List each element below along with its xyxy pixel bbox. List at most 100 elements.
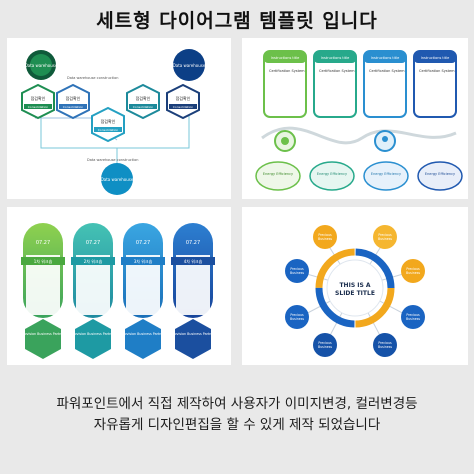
satellite-label: Precious: [378, 233, 392, 237]
hexagon-5: [21, 83, 55, 120]
efficiency-item-4: [417, 161, 463, 191]
node-label-2: Data warehouse: [173, 63, 206, 68]
card-title: Certification System: [419, 69, 455, 73]
satellite-2: [373, 225, 397, 249]
column-4: [173, 223, 213, 318]
hex-label: 점검확인: [176, 95, 191, 101]
bar-label: Consolidation: [63, 105, 83, 109]
template-preview-instruction-cards[interactable]: Instructions title Instructions title In…: [242, 38, 468, 199]
hexagon-2: [91, 106, 125, 143]
hexagon-1: [56, 83, 90, 120]
caption-line-1: 파워포인트에서 직접 제작하여 사용자가 이미지변경, 컬러변경등: [56, 396, 418, 412]
center-title-line2: SLIDE TITLE: [335, 290, 375, 297]
bar-label: Consolidation: [98, 128, 118, 132]
caption-line-2: 자유롭게 디자인편집을 할 수 있게 제작 되었습니다: [93, 417, 381, 433]
top-caption: Data warehouse construction: [67, 76, 118, 80]
hexagon-flow-diagram: Data warehouse Data warehouse Data wareh…: [21, 49, 206, 195]
column-3: [123, 223, 163, 318]
satellite-label: Precious: [290, 313, 304, 317]
bar-label: Consolidation: [133, 105, 153, 109]
template-preview-radial-diagram[interactable]: THIS IS A SLIDE TITLE Precious Business …: [242, 207, 468, 365]
efficiency-label: Energy Efficiency: [263, 172, 293, 176]
satellite-label: Business: [290, 271, 304, 275]
hex-title: Provision Business Partner: [21, 332, 65, 336]
satellite-label: Precious: [406, 313, 420, 317]
card-header: Instructions title: [371, 56, 400, 60]
satellite-1: [313, 225, 337, 249]
center-title-line1: THIS IS A: [339, 282, 370, 289]
satellite-label: Business: [318, 237, 332, 241]
step-label: 1차 워크숍: [34, 258, 53, 264]
column-2: [73, 223, 113, 318]
hexagon-4: [175, 319, 211, 359]
card-3: [363, 50, 407, 118]
hexagon-3: [126, 83, 160, 120]
satellite-6: [401, 305, 425, 329]
satellite-label: Business: [378, 237, 392, 241]
satellite-label: Precious: [406, 267, 420, 271]
satellite-label: Business: [378, 345, 392, 349]
step-label: 3차 워크숍: [134, 258, 153, 264]
satellite-3: [285, 259, 309, 283]
satellite-label: Business: [290, 317, 304, 321]
hex-label: 점검확인: [101, 118, 116, 124]
radial-diagram: THIS IS A SLIDE TITLE Precious Business …: [285, 225, 425, 357]
satellite-label: Precious: [378, 341, 392, 345]
hexagon-4: [166, 83, 200, 120]
node-circle-2: [173, 49, 205, 81]
node-label-1: Data warehouse: [25, 63, 58, 68]
description-caption: 파워포인트에서 직접 제작하여 사용자가 이미지변경, 컬러변경등 자유롭게 디…: [0, 394, 474, 436]
step-label: 2차 워크숍: [84, 258, 103, 264]
column-date: 07.27: [186, 240, 200, 246]
hex-title: Provision Business Partner: [171, 332, 215, 336]
satellite-label: Precious: [318, 233, 332, 237]
satellite-4: [401, 259, 425, 283]
page-title: 세트형 다이어그램 템플릿 입니다: [96, 10, 378, 32]
template-preview-workshop-columns[interactable]: 07.27 07.27 07.27 07.27 1차 워크숍 2차 워크숍 3차…: [7, 207, 231, 365]
satellite-label: Precious: [318, 341, 332, 345]
satellite-8: [373, 333, 397, 357]
hex-label: 점검확인: [136, 95, 151, 101]
bar-label: Consolidation: [28, 105, 48, 109]
hexagon-1: [25, 319, 61, 359]
hex-title: Provision Business Partner: [121, 332, 165, 336]
node-circle-3: [101, 163, 133, 195]
card-2: [313, 50, 357, 118]
card-title: Certification System: [369, 69, 405, 73]
efficiency-item-2: [309, 161, 355, 191]
card-4: [413, 50, 457, 118]
card-title: Certification System: [269, 69, 305, 73]
card-header: Instructions title: [271, 56, 300, 60]
column-1: [23, 223, 63, 318]
bar-label: Consolidation: [173, 105, 193, 109]
column-date: 07.27: [136, 240, 150, 246]
satellite-5: [285, 305, 309, 329]
hex-label: 점검확인: [66, 95, 81, 101]
instruction-cards-diagram: Instructions title Instructions title In…: [255, 50, 463, 191]
efficiency-label: Energy Efficiency: [317, 172, 347, 176]
step-label: 4차 워크숍: [184, 258, 203, 264]
efficiency-item-3: [363, 161, 409, 191]
node-label-3: Data warehouse: [101, 177, 134, 182]
card-1: [263, 50, 307, 118]
satellite-label: Business: [406, 317, 420, 321]
card-title: Certification System: [319, 69, 355, 73]
hex-title: Provision Business Partner: [71, 332, 115, 336]
workshop-columns-diagram: 07.27 07.27 07.27 07.27 1차 워크숍 2차 워크숍 3차…: [21, 223, 215, 359]
satellite-label: Business: [318, 345, 332, 349]
hexagon-3: [125, 319, 161, 359]
satellite-7: [313, 333, 337, 357]
hexagon-2: [75, 319, 111, 359]
column-date: 07.27: [36, 240, 50, 246]
efficiency-label: Energy Efficiency: [425, 172, 455, 176]
hex-label: 점검확인: [31, 95, 46, 101]
card-header: Instructions title: [321, 56, 350, 60]
efficiency-item-1: [255, 161, 301, 191]
satellite-label: Business: [406, 271, 420, 275]
efficiency-label: Energy Efficiency: [371, 172, 401, 176]
bottom-caption: Data warehouse construction: [87, 158, 138, 162]
satellite-label: Precious: [290, 267, 304, 271]
card-header: Instructions title: [421, 56, 450, 60]
column-date: 07.27: [86, 240, 100, 246]
template-preview-hexagon-flow[interactable]: Data warehouse Data warehouse Data wareh…: [7, 38, 231, 199]
